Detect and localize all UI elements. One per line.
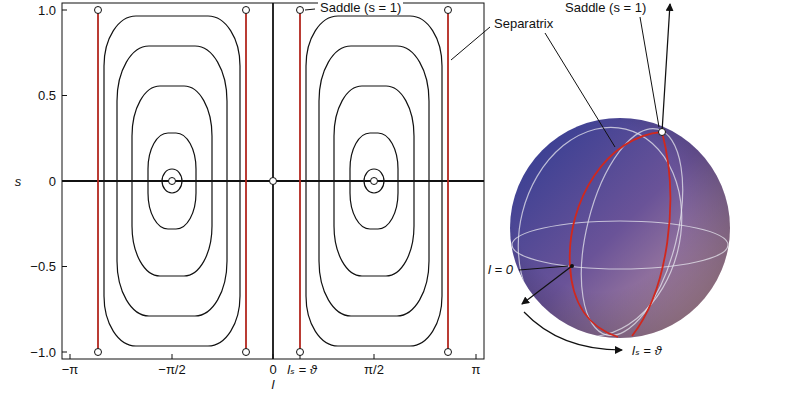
angle-label: l = 0 xyxy=(486,262,515,277)
tick-label: π/2 xyxy=(364,362,384,377)
tick-label: 0 xyxy=(49,174,56,189)
callout-label: Saddle (s = 1) xyxy=(563,0,648,15)
phase-plane xyxy=(62,3,484,359)
callout-label: Saddle (s = 1) xyxy=(318,0,403,15)
tick-label: −0.5 xyxy=(30,259,56,274)
l-zero-arrow xyxy=(522,266,572,304)
tick-label: −1.0 xyxy=(30,345,56,360)
axis-label: l xyxy=(272,377,275,392)
separatrix-lines xyxy=(98,10,448,352)
callout-label: Separatrix xyxy=(492,16,555,31)
axis-label: s xyxy=(15,174,22,189)
angle-arc xyxy=(524,312,622,350)
tick-label: 0.5 xyxy=(38,88,56,103)
tick-label: π xyxy=(472,362,481,377)
tick-label: lₛ = ϑ xyxy=(287,362,317,377)
fixed-points xyxy=(95,7,452,356)
leader-lines xyxy=(305,9,659,270)
saddle-point xyxy=(659,129,666,136)
sphere-separatrix xyxy=(570,132,671,337)
phase-sphere xyxy=(497,4,730,354)
tick-label: 1.0 xyxy=(38,3,56,18)
plot-frame xyxy=(62,3,484,359)
tick-label: −π xyxy=(62,362,79,377)
tick-label: 0 xyxy=(269,362,276,377)
pole-axis xyxy=(662,4,670,132)
tick-label: −π/2 xyxy=(158,362,185,377)
angle-label: lₛ = ϑ xyxy=(630,343,664,358)
tick-marks xyxy=(62,10,476,359)
